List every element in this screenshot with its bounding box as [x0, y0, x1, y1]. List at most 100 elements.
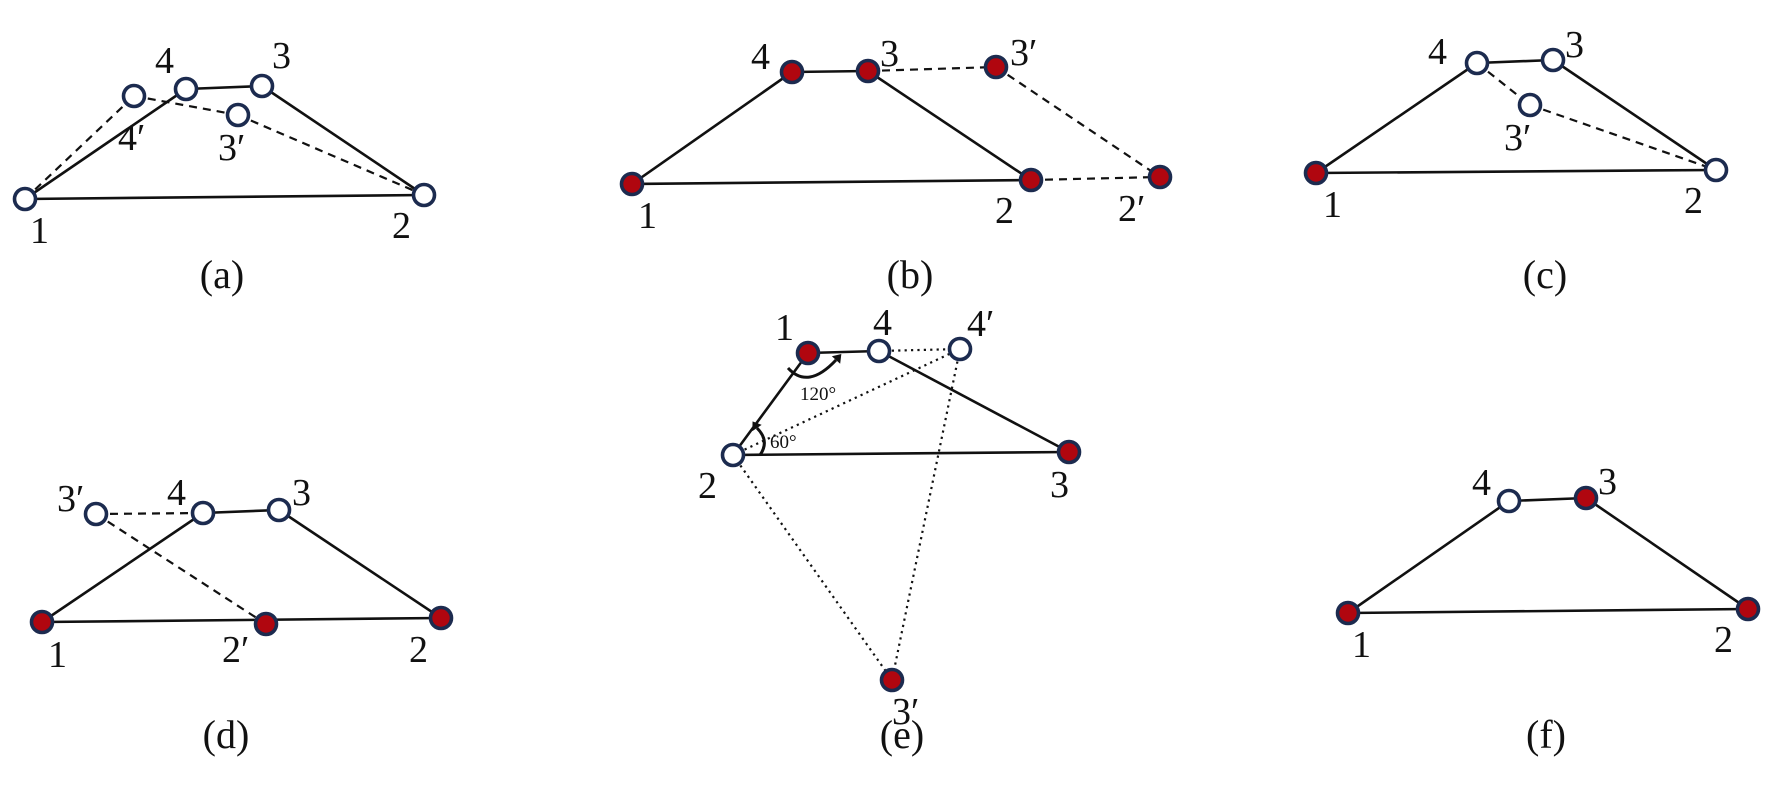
node-e-3p — [879, 667, 905, 693]
node-a-4 — [173, 76, 199, 102]
node-label-c-3p: 3′ — [1504, 117, 1531, 159]
edge-f-1-2 — [1347, 607, 1749, 615]
node-label-b-2p: 2′ — [1118, 188, 1145, 230]
node-b-2p — [1147, 164, 1173, 190]
node-label-f-4: 4 — [1472, 462, 1491, 504]
node-label-a-4p: 4′ — [118, 117, 145, 159]
edge-f-3-2 — [1585, 496, 1749, 611]
node-label-d-4: 4 — [167, 472, 186, 514]
edges-layer — [24, 58, 1749, 681]
edge-e-4-3 — [878, 349, 1070, 454]
edge-d-3-2 — [278, 508, 442, 620]
node-label-c-4: 4 — [1428, 31, 1447, 73]
node-label-e-4p: 4′ — [967, 303, 994, 345]
node-label-d-3: 3 — [292, 472, 311, 514]
edge-a-4p-3p — [133, 94, 239, 117]
angle-arcs-layer: 120° 60° — [752, 354, 842, 456]
node-a-3p — [225, 102, 251, 128]
node-a-1 — [12, 186, 38, 212]
edge-e-2-4p — [732, 348, 961, 456]
node-label-d-2p: 2′ — [222, 629, 249, 671]
angle-arc-e-2 — [755, 426, 766, 456]
edge-f-4-3 — [1508, 496, 1587, 503]
node-f-3 — [1573, 485, 1599, 511]
edge-d-1-4 — [41, 511, 204, 624]
angle-arc-e-1 — [786, 358, 838, 379]
node-label-d-3p: 3′ — [57, 478, 84, 520]
node-e-3 — [1056, 439, 1082, 465]
edge-b-1-2 — [631, 178, 1032, 186]
node-e-2 — [720, 442, 746, 468]
node-d-3p — [83, 501, 109, 527]
edge-c-4-3 — [1476, 58, 1554, 65]
edge-b-1-4 — [631, 70, 793, 186]
node-label-e-4: 4 — [873, 302, 892, 344]
node-label-b-4: 4 — [751, 36, 770, 78]
node-label-b-2: 2 — [995, 190, 1014, 232]
node-label-e-2: 2 — [698, 465, 717, 507]
node-a-2 — [411, 182, 437, 208]
node-c-1 — [1303, 160, 1329, 186]
node-label-c-1: 1 — [1323, 184, 1342, 226]
node-d-2 — [428, 605, 454, 631]
node-c-2 — [1703, 157, 1729, 183]
node-d-3 — [266, 497, 292, 523]
nodes-layer — [12, 47, 1761, 693]
node-label-b-3p: 3′ — [1010, 32, 1037, 74]
edge-b-3-2 — [867, 69, 1032, 182]
node-f-1 — [1335, 600, 1361, 626]
edge-e-4p-3p — [890, 348, 962, 681]
node-label-c-2: 2 — [1684, 180, 1703, 222]
edge-d-3p-2p — [95, 513, 267, 625]
edge-e-4-4p — [878, 347, 961, 353]
edge-f-1-4 — [1347, 499, 1510, 615]
node-label-a-3p: 3′ — [218, 127, 245, 169]
edge-a-4-3 — [185, 84, 263, 91]
node-label-a-2: 2 — [392, 205, 411, 247]
node-b-4 — [779, 59, 805, 85]
node-label-b-1: 1 — [638, 195, 657, 237]
edge-a-3p-2 — [237, 113, 425, 197]
node-b-3 — [855, 58, 881, 84]
angle-arrowhead-e-2 — [752, 421, 762, 432]
edge-e-3-2 — [732, 450, 1070, 457]
node-label-a-3: 3 — [272, 35, 291, 77]
edge-c-1-4 — [1315, 61, 1478, 175]
node-label-f-1: 1 — [1352, 624, 1371, 666]
node-label-f-2: 2 — [1714, 619, 1733, 661]
edge-b-4-3 — [791, 69, 869, 74]
node-f-2 — [1735, 596, 1761, 622]
node-b-1 — [619, 171, 645, 197]
node-e-1 — [795, 340, 821, 366]
caption-a: (a) — [200, 252, 244, 297]
edge-b-2-2p — [1030, 175, 1161, 182]
edge-b-3p-2p — [995, 66, 1161, 178]
node-label-e-1: 1 — [775, 307, 794, 349]
node-e-4 — [866, 338, 892, 364]
node-label-c-3: 3 — [1565, 24, 1584, 66]
node-b-2 — [1018, 167, 1044, 193]
edge-c-3p-2 — [1529, 103, 1717, 172]
node-c-3p — [1517, 92, 1543, 118]
edge-d-1-2 — [41, 616, 442, 624]
edge-d-4-3 — [202, 508, 280, 515]
node-f-4 — [1496, 488, 1522, 514]
node-label-a-1: 1 — [30, 210, 49, 252]
edge-b-3-3p — [867, 65, 997, 73]
edge-a-3-2 — [261, 84, 425, 197]
angle-arrowhead-e-1 — [831, 354, 842, 364]
edge-a-1-2 — [24, 193, 425, 201]
angle-label-e-2: 60° — [770, 432, 797, 453]
node-label-e-3: 3 — [1050, 464, 1069, 506]
angle-label-e-1: 120° — [800, 384, 836, 405]
edge-a-1-4p — [24, 95, 135, 200]
node-c-4 — [1464, 50, 1490, 76]
node-a-3 — [249, 73, 275, 99]
node-label-e-3p: 3′ — [892, 691, 919, 733]
edge-c-1-2 — [1315, 168, 1717, 175]
node-b-3p — [983, 54, 1009, 80]
edge-e-2-3p — [732, 454, 893, 681]
caption-e: (e) — [880, 712, 924, 757]
